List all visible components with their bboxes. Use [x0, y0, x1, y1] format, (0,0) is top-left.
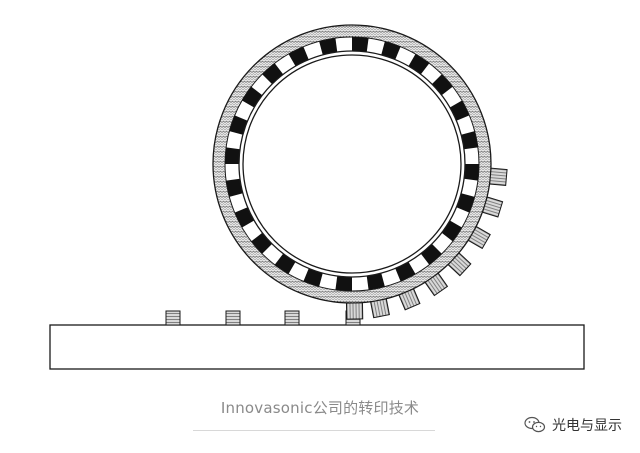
roller-segment [352, 37, 369, 52]
lifted-chip [398, 288, 421, 311]
lifted-chips [345, 167, 508, 320]
roller-segment [464, 164, 479, 181]
roller-segment [303, 268, 323, 287]
lifted-chip [424, 272, 449, 297]
roller-core [242, 54, 462, 274]
target-substrate [49, 324, 585, 370]
figure-caption: Innovasonic公司的转印技术 [220, 399, 420, 417]
roller-segment [456, 193, 475, 213]
transfer-roller [212, 24, 492, 304]
placed-chips [165, 310, 361, 326]
lifted-chip [370, 298, 390, 319]
watermark-text: 光电与显示 [552, 418, 622, 434]
lifted-chip [481, 196, 504, 218]
source-watermark: 光电与显示 [524, 415, 622, 435]
caption-divider [193, 430, 435, 431]
roller-segments [225, 37, 479, 291]
transfer-printing-diagram [49, 24, 585, 370]
roller-segment [226, 178, 243, 197]
roller-segment [229, 115, 248, 135]
roller-segment [319, 38, 338, 55]
wechat-bubble-icon [524, 416, 546, 433]
placed-chip [284, 310, 300, 326]
lifted-chip [489, 167, 508, 187]
roller-segment [225, 147, 240, 164]
placed-chip [225, 310, 241, 326]
roller-segment [381, 41, 401, 60]
roller-segment [335, 276, 352, 291]
lifted-chip [467, 225, 491, 250]
roller-segment [366, 273, 385, 290]
roller-segment [461, 131, 478, 150]
lifted-chip [447, 252, 472, 277]
lifted-chip [345, 302, 364, 320]
placed-chip [165, 310, 181, 326]
